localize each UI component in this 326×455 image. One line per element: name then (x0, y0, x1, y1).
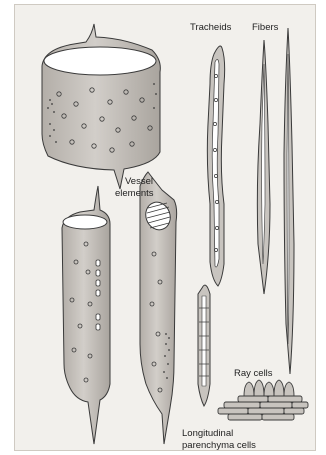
wood-cell-diagram (14, 4, 316, 451)
label-vessel-2: elements (115, 188, 154, 199)
label-parenchyma-2: parenchyma cells (182, 440, 256, 451)
parenchyma-strand (198, 285, 210, 406)
ray-cells (218, 380, 308, 420)
vessel-element-scalariform (140, 172, 177, 444)
label-ray-cells: Ray cells (234, 368, 273, 379)
label-parenchyma-1: Longitudinal (182, 428, 233, 439)
ray-cells-procumbent (218, 396, 308, 420)
tracheid (207, 46, 224, 286)
vessel-element-wide (42, 24, 160, 189)
vessel-element-narrow (62, 186, 110, 444)
ray-cells-upright (244, 380, 294, 396)
fiber-1 (257, 40, 270, 294)
label-vessel-1: Vessel (125, 176, 153, 187)
fiber-2 (284, 28, 294, 374)
label-fibers: Fibers (252, 22, 278, 33)
label-tracheids: Tracheids (190, 22, 231, 33)
